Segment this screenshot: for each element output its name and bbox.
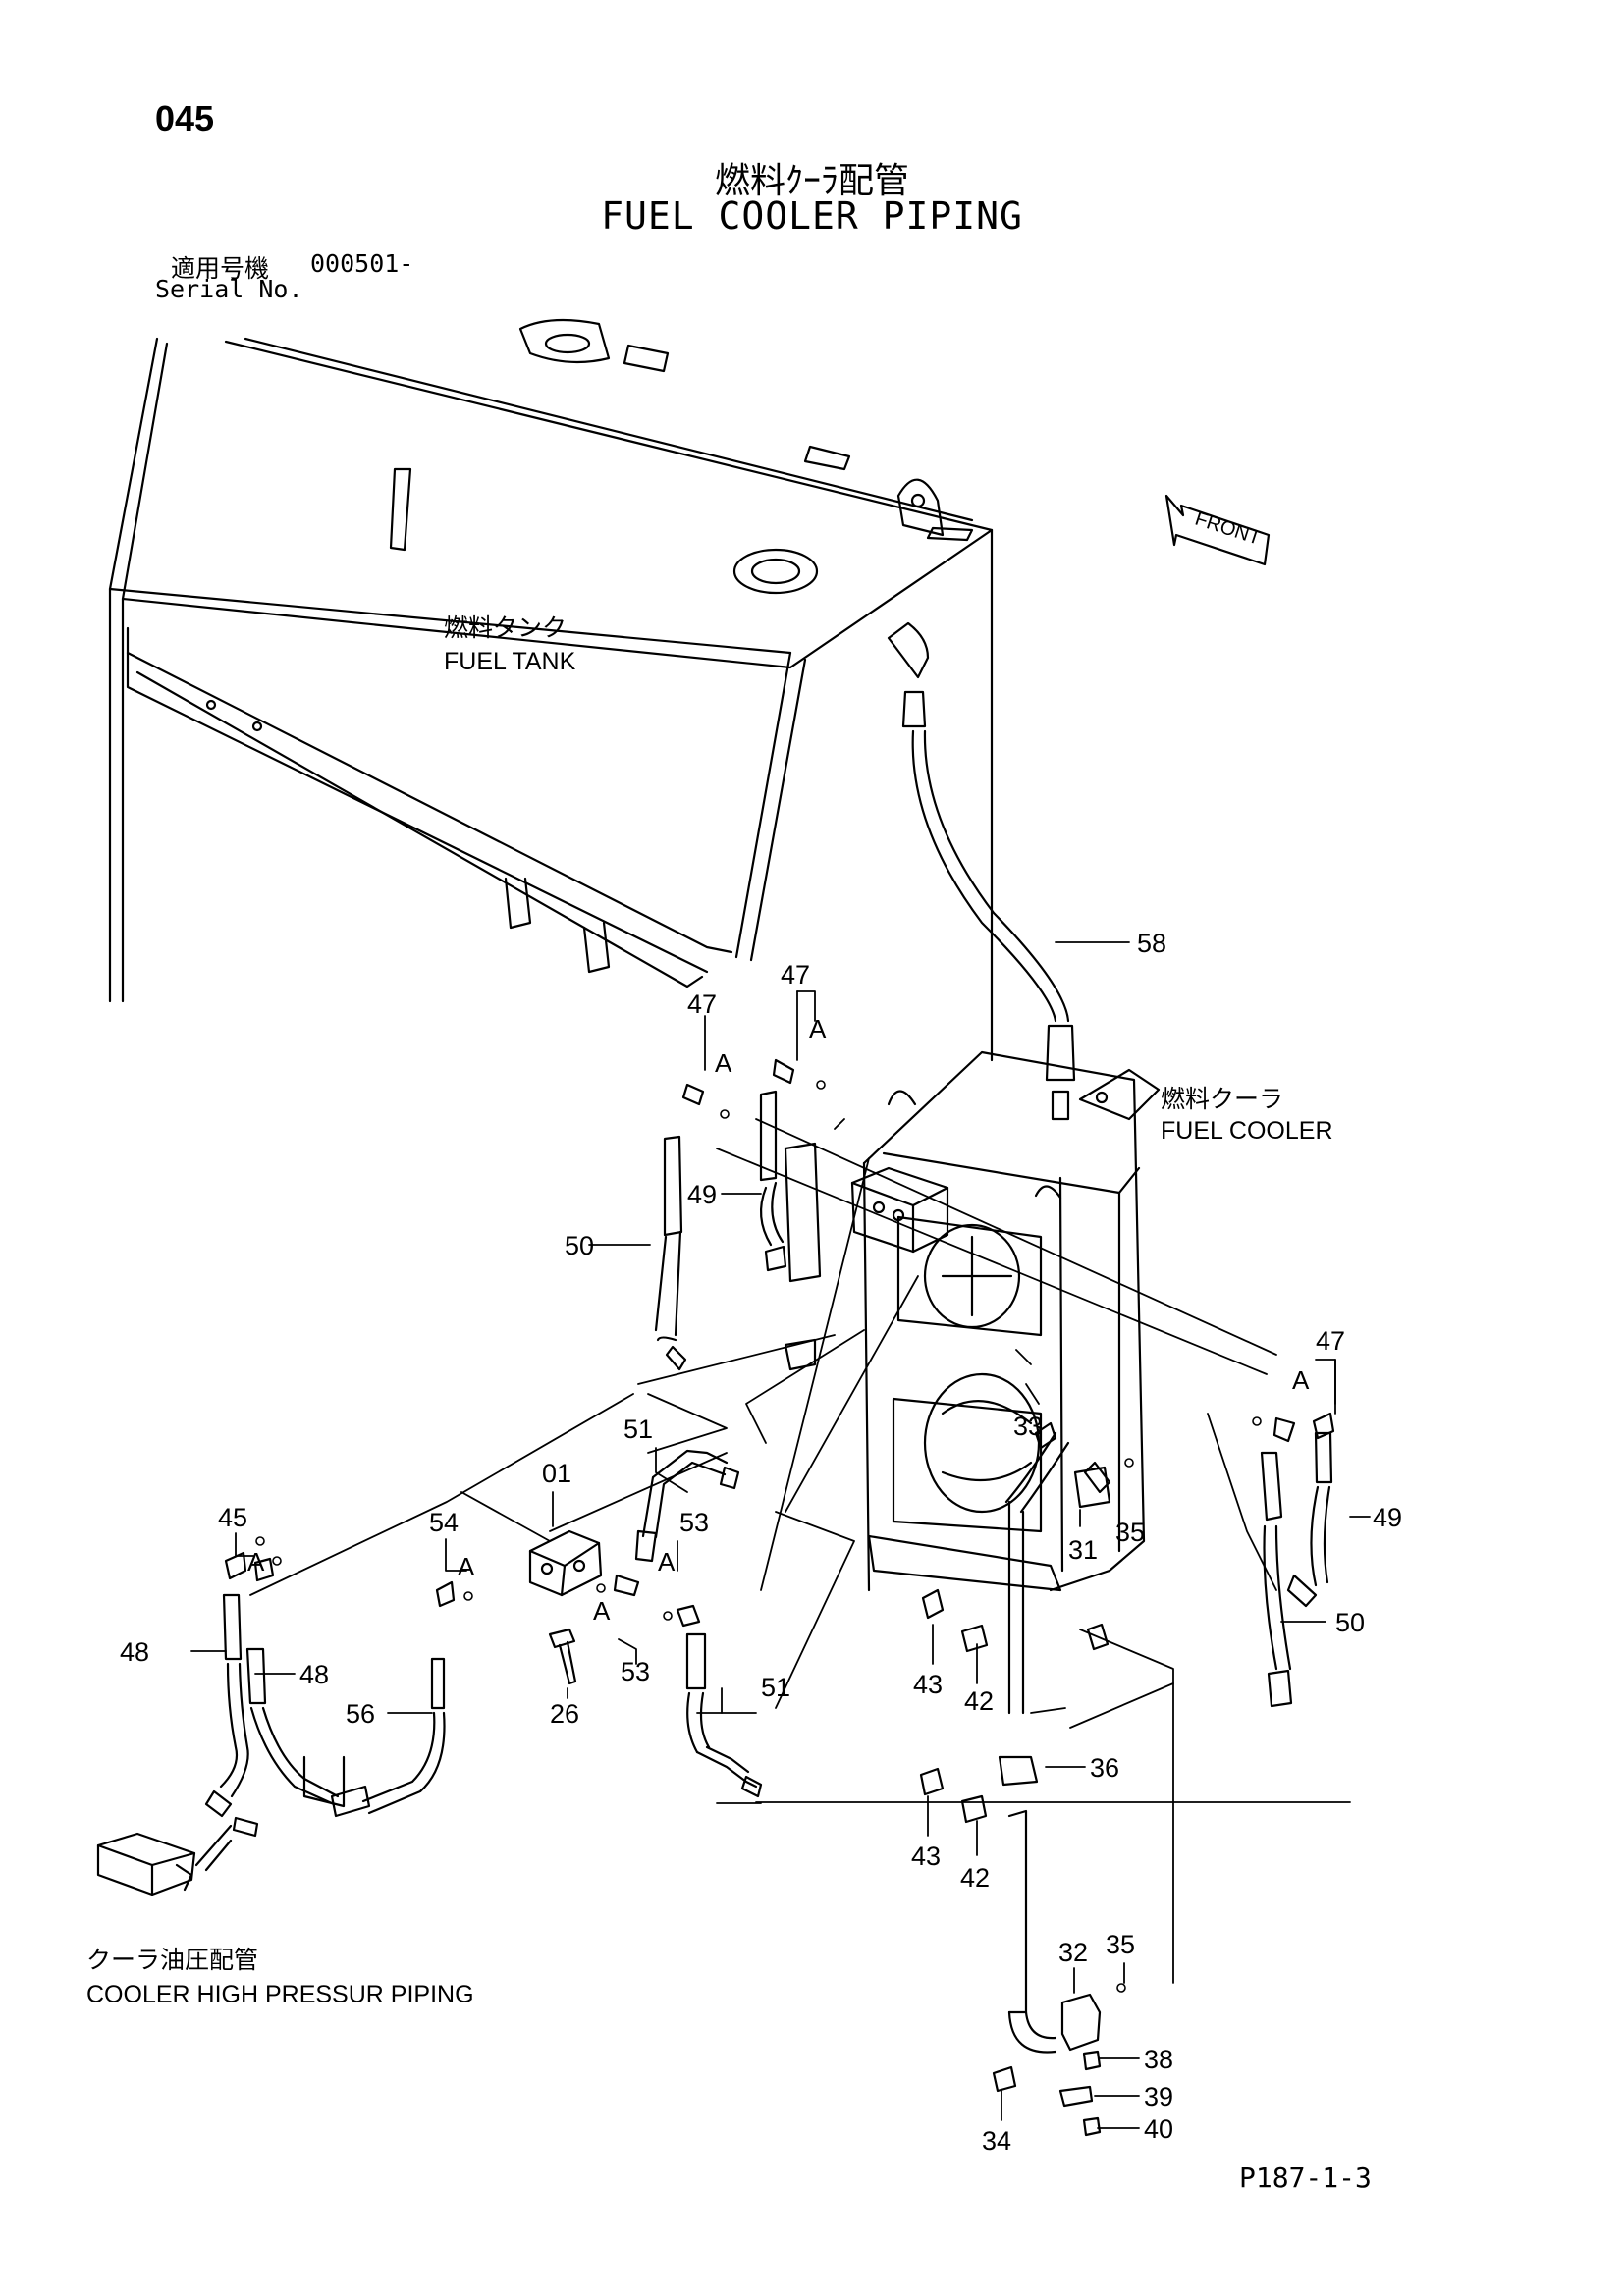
serial-label-english: Serial No. [155,275,303,303]
detail-mark-a: A [247,1547,265,1576]
lower-pipe-assembly [919,1421,1111,2137]
callout-35-lower: 35 [1106,1930,1135,1959]
hoses-51 [634,1449,763,1798]
o-rings [255,1080,1262,1993]
construction-lines [249,1118,1277,1984]
callout-54: 54 [429,1508,459,1537]
callout-35-upper: 35 [1115,1518,1145,1547]
detail-mark-a: A [458,1552,475,1581]
fuel-tank-label-japanese: 燃料タンク [444,614,567,642]
title-english: FUEL COOLER PIPING [601,194,1023,238]
callout-47-center: 47 [781,960,810,989]
hoses-49-50-right [1260,1412,1335,1708]
callout-43-upper: 43 [913,1670,943,1699]
fuel-tank-drawing [108,318,994,1062]
callout-49-right: 49 [1373,1503,1402,1532]
serial-label-japanese: 適用号機 [171,254,270,283]
callout-42-lower: 42 [960,1863,990,1893]
hoses-49-50-left [654,1058,795,1371]
callout-53-upper: 53 [679,1508,709,1537]
callout-48-right: 48 [299,1660,329,1689]
callout-39: 39 [1144,2082,1173,2111]
callout-33: 33 [1013,1412,1043,1441]
page-footer-code: P187-1-3 [1239,2162,1372,2194]
detail-mark-a: A [1292,1365,1310,1395]
fuel-cooler-drawing [784,1050,1161,1651]
callout-numbers: 58 47 47 47 49 49 50 50 51 51 01 53 53 5… [120,929,1402,2156]
detail-marks: A A A A A A A [247,1014,1310,1626]
callout-49-left: 49 [687,1180,717,1209]
page-number: 045 [155,98,215,138]
callout-42-upper: 42 [964,1686,994,1716]
callout-26: 26 [550,1699,579,1729]
callout-50-left: 50 [565,1231,594,1260]
callout-31: 31 [1068,1535,1098,1565]
callout-58: 58 [1137,929,1166,958]
callout-36: 36 [1090,1753,1119,1783]
hose-58-drawing [887,621,1076,1121]
callout-50-right: 50 [1335,1608,1365,1637]
fuel-tank-label-english: FUEL TANK [444,648,576,675]
detail-mark-a: A [658,1547,676,1576]
fuel-cooler-label-japanese: 燃料クーラ [1161,1085,1283,1113]
component-labels: 燃料タンク FUEL TANK 燃料クーラ FUEL COOLER クーラ油圧配… [86,614,1333,2008]
cooler-hp-piping-label-english: COOLER HIGH PRESSUR PIPING [86,1981,474,2008]
callout-53-lower: 53 [621,1657,650,1686]
callout-47-left: 47 [687,989,717,1019]
cooler-high-pressure-hoses [96,1551,456,1896]
cooler-hp-piping-label-japanese: クーラ油圧配管 [86,1946,258,1974]
callout-38: 38 [1144,2045,1173,2074]
callout-32: 32 [1058,1938,1088,1967]
title-japanese: 燃料ｸｰﾗ配管 [714,161,909,201]
serial-number-value: 000501- [310,249,414,278]
detail-mark-a: A [715,1048,732,1078]
callout-51-lower: 51 [761,1673,790,1702]
front-direction-arrow [1164,494,1271,566]
callout-01: 01 [542,1459,571,1488]
detail-mark-a: A [593,1596,611,1626]
detail-mark-a: A [809,1014,827,1043]
callout-47-right: 47 [1316,1326,1345,1356]
fuel-cooler-label-english: FUEL COOLER [1161,1117,1333,1145]
callout-40: 40 [1144,2114,1173,2144]
callout-leader-lines [190,941,1371,2129]
callout-45: 45 [218,1503,247,1532]
callout-43-lower: 43 [911,1842,941,1871]
callout-48-left: 48 [120,1637,149,1667]
callout-56: 56 [346,1699,375,1729]
callout-34: 34 [982,2126,1011,2156]
manifold-block-01 [528,1529,640,1685]
callout-51-upper: 51 [623,1415,653,1444]
